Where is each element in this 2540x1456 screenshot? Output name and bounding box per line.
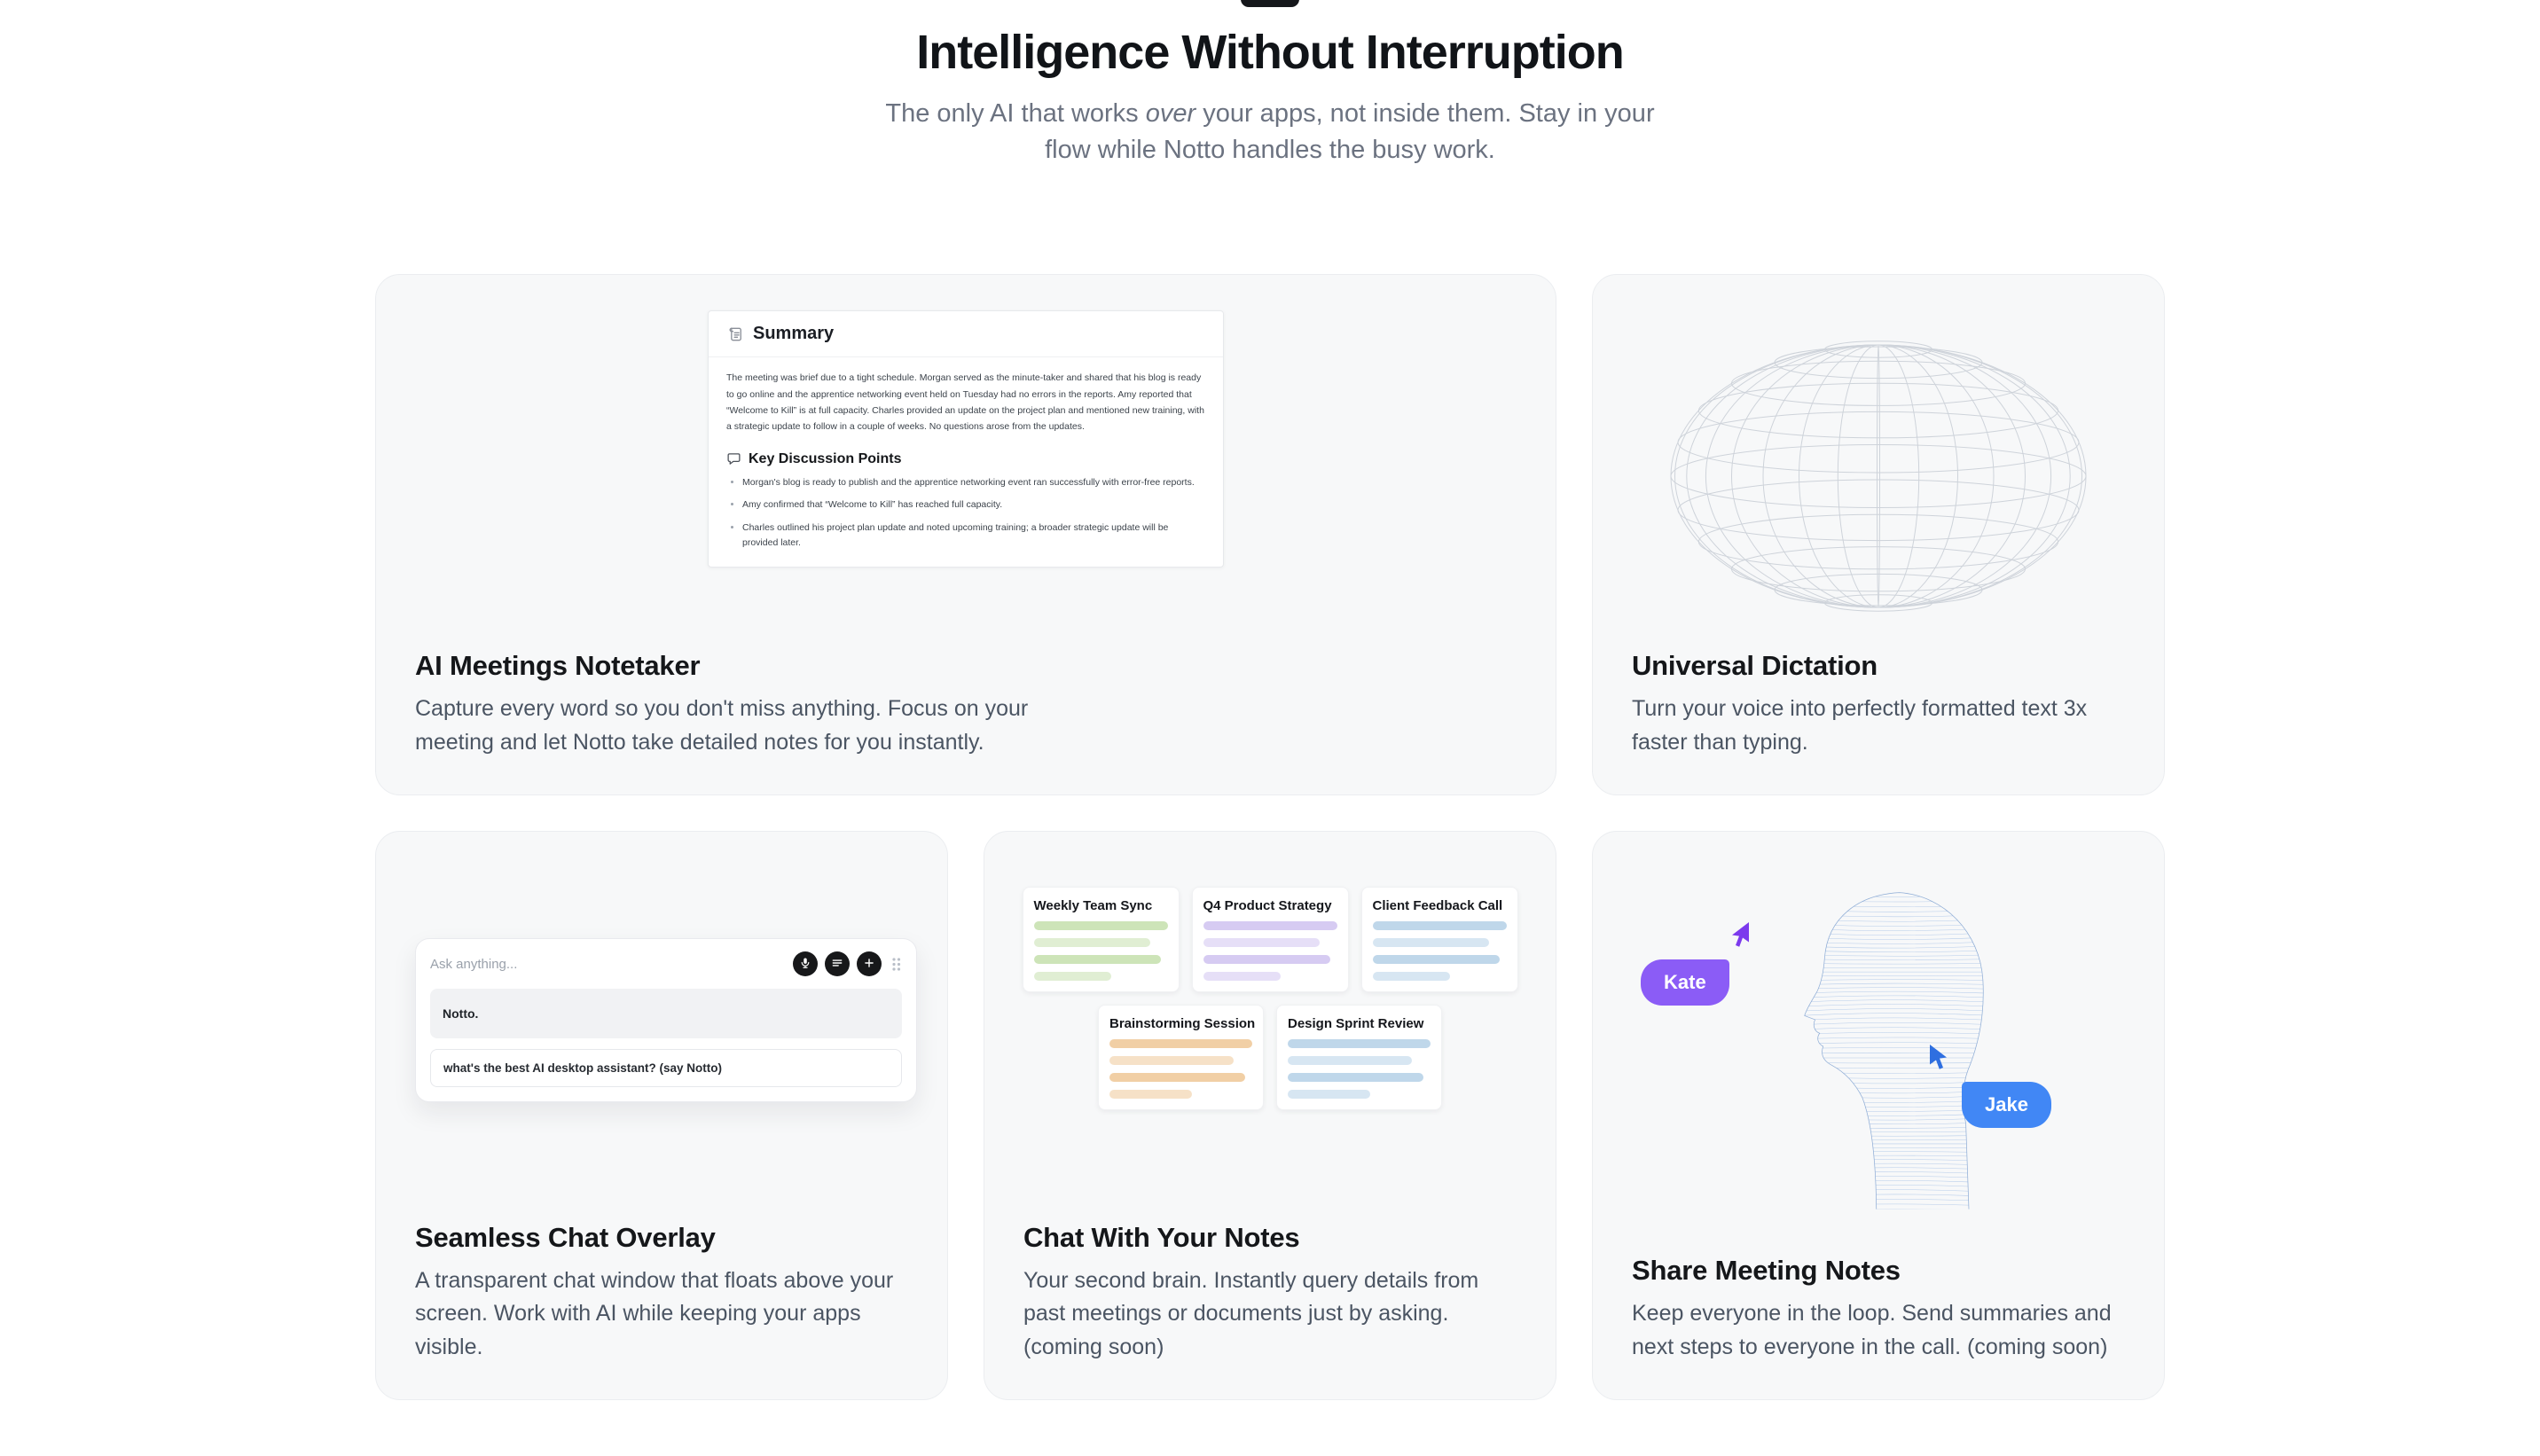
page-subtitle: The only AI that works over your apps, n… [866,96,1674,168]
scroll-icon [726,325,744,343]
note-cards-bottom-row: Brainstorming Session Design Sprint Revi… [1098,1005,1442,1111]
text-line-bar [1033,955,1161,965]
card-text-block: Seamless Chat Overlay A transparent chat… [415,1222,908,1365]
chat-input-row: Ask anything... [430,951,902,977]
share-notes-mockup: Kate Jake [1632,867,2125,1255]
kate-pointer-cursor-icon [1724,922,1749,953]
user-query-message: what's the best AI desktop assistant? (s… [430,1049,902,1088]
bullet-item: Morgan's blog is ready to publish and th… [742,475,1205,490]
speech-bubble-icon [726,451,741,466]
note-cards-mockup: Weekly Team Sync Q4 Product Strategy Cli… [1022,887,1518,1111]
features-grid: Summary The meeting was brief due to a t… [375,274,2165,1401]
card-share-meeting-notes: Kate Jake Share Meeting Notes Keep every… [1592,831,2165,1401]
wireframe-head-icon [1804,892,1984,1209]
subtitle-italic-word: over [1145,99,1196,128]
card-description: Keep everyone in the loop. Send summarie… [1632,1301,2112,1359]
text-line-bar [1372,955,1500,965]
note-card-title: Weekly Team Sync [1033,898,1153,914]
key-discussion-points-label: Key Discussion Points [749,450,902,466]
page-title: Intelligence Without Interruption [916,26,1624,79]
grip-dots-icon[interactable] [890,956,902,973]
note-card-title: Design Sprint Review [1288,1016,1424,1032]
text-line-bar [1203,921,1337,931]
card-text-block: Chat With Your Notes Your second brain. … [1023,1222,1517,1365]
note-card-title: Brainstorming Session [1109,1016,1256,1032]
card-text-block: Share Meeting Notes Keep everyone in the… [1632,1255,2125,1364]
hero-header: Intelligence Without Interruption The on… [0,0,2540,168]
text-line-bar [1109,1039,1252,1049]
mic-button[interactable] [793,951,818,977]
note-card: Client Feedback Call [1360,887,1518,993]
note-card-title: Client Feedback Call [1372,898,1503,914]
text-line-bar [1288,1039,1431,1049]
note-card-title: Q4 Product Strategy [1203,898,1332,914]
text-line-bar [1203,972,1282,982]
card-title: Share Meeting Notes [1632,1255,1901,1287]
bullet-item: Charles outlined his project plan update… [742,521,1205,551]
summary-document-mockup: Summary The meeting was brief due to a t… [708,310,1224,568]
card-description: Your second brain. Instantly query detai… [1023,1267,1479,1359]
card-title: Seamless Chat Overlay [415,1221,716,1253]
text-line-bar [1288,1073,1423,1083]
note-card: Q4 Product Strategy [1191,887,1349,993]
text-line-bar [1372,938,1489,948]
list-icon [831,957,843,972]
note-card: Design Sprint Review [1276,1005,1442,1111]
card-description: A transparent chat window that floats ab… [415,1267,894,1359]
assistant-message: Notto. [430,989,902,1039]
text-line-bar [1372,921,1507,931]
text-line-bar [1033,972,1112,982]
chat-overlay-mockup: Ask anything... [415,938,917,1103]
add-button[interactable] [857,951,882,977]
card-title: Chat With Your Notes [1023,1221,1300,1253]
list-button[interactable] [825,951,850,977]
text-line-bar [1033,938,1150,948]
card-chat-with-notes: Weekly Team Sync Q4 Product Strategy Cli… [984,831,1556,1401]
mic-icon [799,957,811,972]
jake-pointer-cursor-icon [1930,1045,1955,1076]
card-description: Capture every word so you don't miss any… [415,696,1029,755]
summary-doc-header: Summary [709,311,1223,358]
text-line-bar [1033,921,1168,931]
bullet-item: Amy confirmed that “Welcome to Kill” has… [742,497,1205,513]
text-line-bar [1372,972,1451,982]
plus-icon [863,957,875,972]
summary-paragraph: The meeting was brief due to a tight sch… [726,372,1204,433]
text-line-bar [1288,1090,1371,1100]
text-line-bar [1288,1056,1413,1066]
text-line-bar [1109,1090,1193,1100]
discussion-bullet-list: Morgan's blog is ready to publish and th… [742,475,1205,551]
card-text-block: AI Meetings Notetaker Capture every word… [415,650,1517,759]
subtitle-prefix: The only AI that works [885,99,1146,128]
text-line-bar [1203,938,1320,948]
top-nav-pill-partial [1241,0,1299,7]
card-ai-meetings-notetaker: Summary The meeting was brief due to a t… [375,274,1556,796]
card-title: AI Meetings Notetaker [415,650,701,682]
kate-name-bubble: Kate [1641,959,1729,1006]
wireframe-sphere-icon [1670,340,2087,612]
jake-name-bubble: Jake [1962,1082,2051,1129]
summary-doc-title: Summary [753,324,835,344]
text-line-bar [1203,955,1330,965]
chat-input-placeholder: Ask anything... [430,956,518,972]
card-description: Turn your voice into perfectly formatted… [1632,696,2088,755]
card-text-block: Universal Dictation Turn your voice into… [1632,650,2125,759]
text-line-bar [1109,1073,1245,1083]
card-title: Universal Dictation [1632,650,1878,682]
subtitle-suffix: your apps, not inside them. Stay in your… [1045,99,1655,164]
note-card: Brainstorming Session [1098,1005,1264,1111]
key-discussion-points-heading: Key Discussion Points [726,451,1205,467]
text-line-bar [1109,1056,1235,1066]
note-cards-top-row: Weekly Team Sync Q4 Product Strategy Cli… [1022,887,1518,993]
dictation-sphere-graphic [1632,310,2125,650]
card-universal-dictation: Universal Dictation Turn your voice into… [1592,274,2165,796]
card-seamless-chat-overlay: Ask anything... [375,831,948,1401]
note-card: Weekly Team Sync [1022,887,1180,993]
summary-doc-body: The meeting was brief due to a tight sch… [709,357,1223,567]
